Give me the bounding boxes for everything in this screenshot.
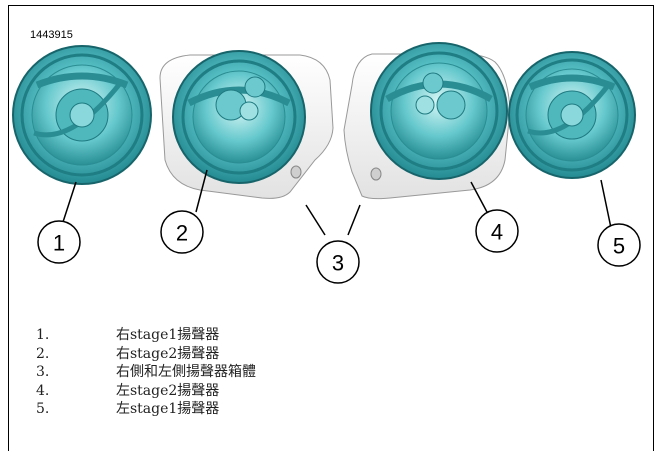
legend-list: 1. 右stage1揚聲器 2. 右stage2揚聲器 3. 右側和左側揚聲器箱體 4… bbox=[36, 326, 256, 419]
legend-text: 右stage2揚聲器 bbox=[116, 345, 220, 362]
speaker-2 bbox=[172, 50, 306, 184]
speaker-illustration: 1 2 3 4 5 bbox=[12, 42, 641, 284]
legend-text: 右stage1揚聲器 bbox=[116, 327, 220, 343]
legend-number: 3. bbox=[36, 364, 50, 380]
callout-label-5: 5 bbox=[613, 234, 625, 259]
callout-circle-4 bbox=[475, 209, 519, 253]
figure-id: 1443915 bbox=[30, 29, 73, 41]
callout-label-1: 1 bbox=[53, 231, 65, 256]
legend-item: 2. 右stage2揚聲器 bbox=[36, 345, 256, 364]
figure-frame bbox=[8, 5, 654, 451]
leader-lines bbox=[62, 169, 612, 236]
callout-circle-3 bbox=[316, 240, 360, 284]
legend-item: 3. 右側和左側揚聲器箱體 bbox=[36, 363, 256, 382]
legend-item: 1. 右stage1揚聲器 bbox=[36, 326, 256, 345]
legend-number: 4. bbox=[36, 382, 50, 399]
right-enclosure-hole bbox=[290, 165, 302, 179]
callout-label-2: 2 bbox=[176, 221, 188, 246]
speaker-1 bbox=[12, 45, 152, 185]
callout-circle-5 bbox=[597, 223, 641, 267]
callout-circle-1 bbox=[37, 220, 81, 264]
callout-label-4: 4 bbox=[491, 220, 503, 245]
legend-number: 5. bbox=[36, 401, 50, 417]
legend-item: 5. 左stage1揚聲器 bbox=[36, 400, 256, 419]
speaker-4 bbox=[370, 42, 508, 180]
legend-item: 4. 左stage2揚聲器 bbox=[36, 382, 256, 401]
legend-text: 左stage2揚聲器 bbox=[116, 382, 220, 399]
legend-text: 左stage1揚聲器 bbox=[116, 401, 220, 417]
callout-circle-2 bbox=[160, 210, 204, 254]
legend-number: 1. bbox=[36, 327, 50, 343]
legend-text: 右側和左側揚聲器箱體 bbox=[116, 364, 256, 380]
speaker-5 bbox=[508, 51, 636, 179]
left-enclosure-hole bbox=[370, 167, 382, 181]
legend-number: 2. bbox=[36, 345, 50, 362]
callout-label-3: 3 bbox=[332, 251, 344, 276]
